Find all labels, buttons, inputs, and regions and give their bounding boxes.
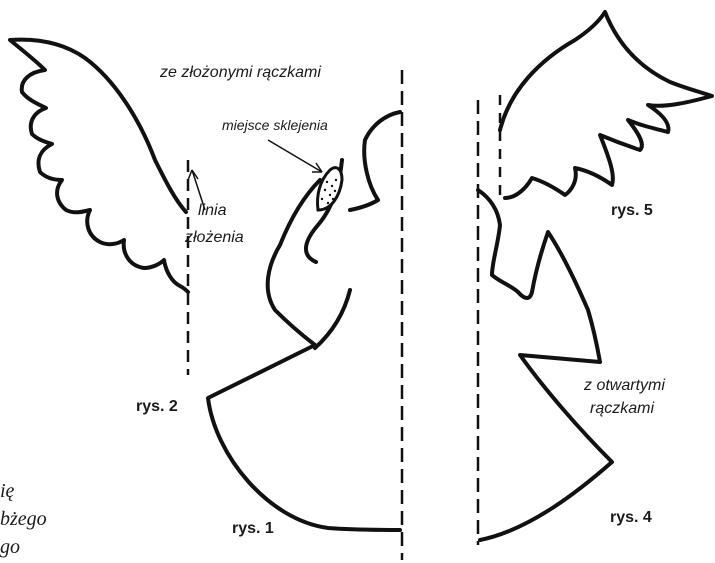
label-glue-place: miejsce sklejenia (222, 117, 328, 133)
glue-area (316, 166, 344, 212)
angel-body-open (476, 188, 614, 542)
label-open-hands-2: rączkami (590, 400, 655, 417)
glue-dots (320, 178, 338, 205)
side-text-1: ię (0, 480, 15, 502)
wing-outline-left (8, 37, 190, 294)
label-fold-line-1: linia (198, 202, 227, 219)
label-fig2: rys. 2 (136, 398, 178, 415)
arrow-glue (267, 139, 323, 173)
angel-body-folded (206, 110, 402, 532)
label-fold-line-2: złożenia (185, 229, 244, 246)
arrow-head-glue (312, 162, 323, 173)
arrow-head-fold (187, 169, 199, 181)
label-open-hands-1: z otwartymi (584, 377, 665, 394)
label-fig5: rys. 5 (611, 202, 653, 219)
wing-outline-right (498, 10, 714, 200)
label-folded-hands: ze złożonymi rączkami (160, 64, 321, 81)
arrow-fold-line (191, 169, 206, 211)
label-fig4: rys. 4 (610, 509, 652, 526)
label-fig1: rys. 1 (232, 520, 274, 537)
side-text-3: go (0, 536, 20, 558)
side-text-2: bżego (0, 508, 47, 530)
